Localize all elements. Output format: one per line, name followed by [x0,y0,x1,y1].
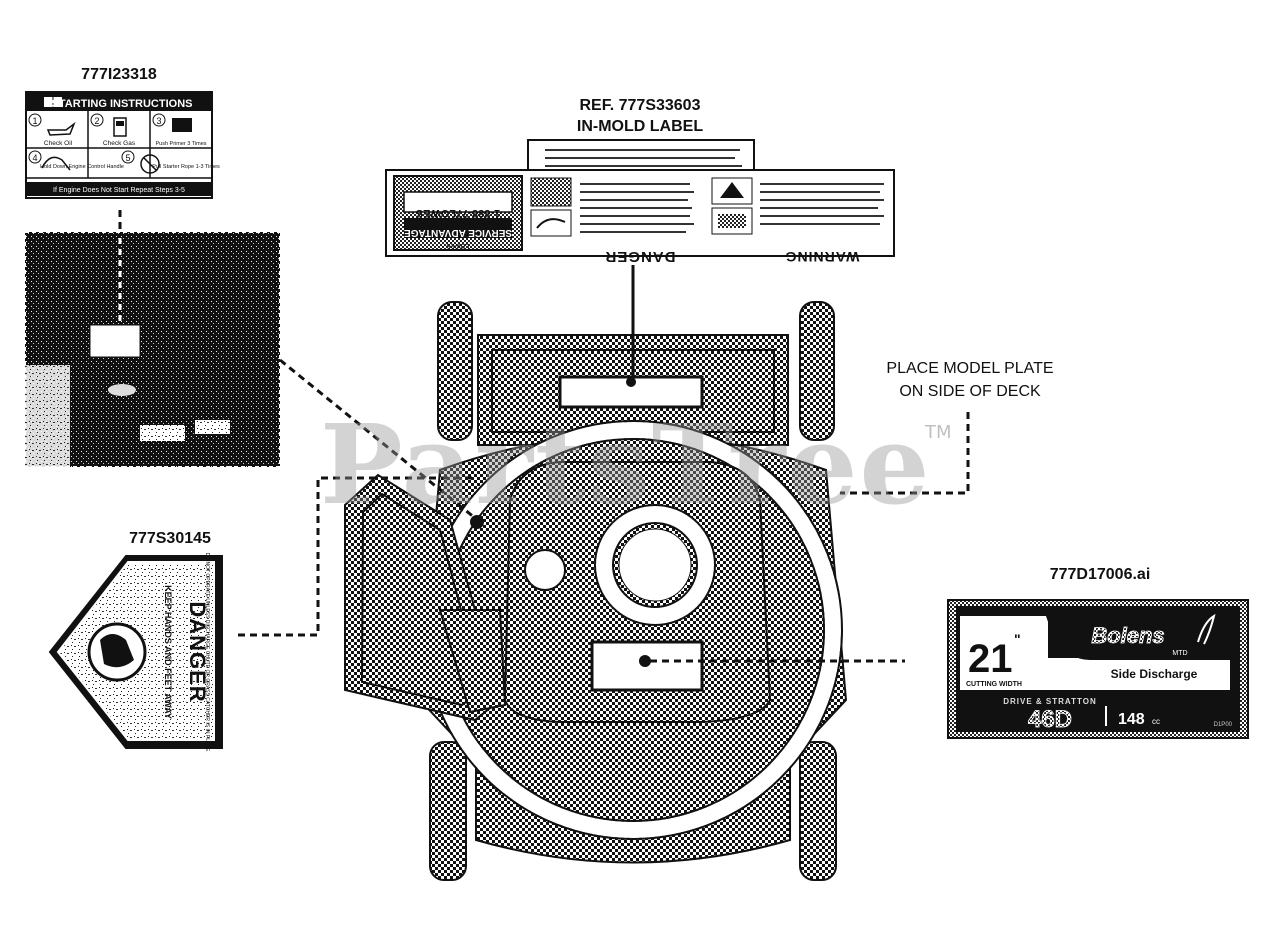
leader-engine-photo [279,358,476,520]
leader-danger-label [238,476,475,637]
danger-label-line2: DO NOT OPERATE UNLESS DISCHARGE CHUTE OR… [204,553,210,752]
inmold-danger-title: DANGER [604,248,675,265]
plate-size-caption: CUTTING WIDTH [966,681,1022,688]
step-2-num: 2 [94,116,99,126]
plate-displacement: 148 [1118,711,1145,728]
danger-text-block [545,149,742,233]
plate-brand: Bolens [1091,623,1164,648]
chute-rod [438,609,507,714]
plate-engine-caption: DRIVE & STRATTON [1003,697,1096,706]
model-plate-part-number: 777D17006.ai [1049,566,1151,583]
plate-anchor [639,655,651,667]
starting-label-part-number: 777I23318 [81,66,157,83]
plate-size-unit: " [1014,631,1021,647]
inmold-phone: 1-888-77LOWES [416,207,500,219]
inmold-service-title: SERVICE ADVANTAGE [404,227,512,238]
front-left-wheel [429,741,467,881]
warning-text-block [760,183,884,225]
plate-leaf-icon [1197,613,1216,645]
pull-rope-icon [140,154,160,174]
fuel-cap [524,549,566,591]
plate-displacement-unit: cc [1152,717,1160,726]
front-right-wheel [799,741,837,881]
inmold-ref-line1: REF. 777S33603 [579,97,701,114]
danger-label-part-number: 777S30145 [129,530,211,547]
watermark-trademark: TM [925,422,952,443]
danger-label-line1: KEEP HANDS AND FEET AWAY [163,585,173,719]
mower-illustration [344,301,848,881]
primer-icon [172,118,192,132]
side-label-anchor [470,515,484,529]
danger-icon-2 [530,209,572,237]
danger-label: DANGER KEEP HANDS AND FEET AWAY DO NOT O… [48,553,223,752]
step-2-text: Check Gas [103,140,136,147]
step-3-text: Push Primer 3 Times [155,141,206,147]
photo-label-spot [89,324,141,358]
model-plate-note-line1: PLACE MODEL PLATE [886,360,1054,377]
model-plate-note-line2: ON SIDE OF DECK [899,383,1041,400]
starting-title-bar [27,93,211,111]
step-5-text: Pull Starter Rope 1-3 Times [152,164,220,170]
step-1-num: 1 [32,116,37,126]
plate-size: 21 [968,637,1013,681]
rear-left-wheel [437,301,473,441]
oil-can-icon [46,121,76,136]
plate-white-band [960,616,1230,690]
inmold-service-brand: Lowes [446,242,469,251]
inmold-ref-line2: IN-MOLD LABEL [576,118,704,135]
inmold-label: 1-888-77LOWES SERVICE ADVANTAGE Lowes [385,139,895,265]
rear-right-wheel [799,301,835,441]
starting-instructions-label: STARTING INSTRUCTIONS 1 2 3 4 5 [25,91,220,199]
model-plate: Bolens MTD 21 " CUTTING WIDTH Side Disch… [947,599,1249,739]
plate-model: 46D [1028,706,1072,733]
starting-title: STARTING INSTRUCTIONS [52,98,193,110]
danger-label-title: DANGER [185,601,210,702]
partstree-watermark: PartsTree [320,400,932,529]
rear-label-anchor [626,377,636,387]
gas-pump-icon [113,117,127,137]
plate-code: D1P00 [1214,722,1233,728]
engine-photo [24,231,281,468]
step-1-text: Check Oil [44,140,73,147]
step-4-text: Hold Down Engine Control Handle [40,164,124,170]
plate-discharge: Side Discharge [1111,667,1198,681]
step-5-num: 5 [125,153,130,163]
plate-brand-sub: MTD [1172,650,1187,657]
inmold-warning-title: WARNING [785,249,860,265]
hand-handle-icon [41,156,71,171]
step-4-num: 4 [32,153,37,163]
starting-footer: If Engine Does Not Start Repeat Steps 3-… [53,187,185,194]
danger-icon-1 [530,177,572,207]
step-3-num: 3 [156,116,161,126]
leader-model-plate-side [840,412,970,495]
